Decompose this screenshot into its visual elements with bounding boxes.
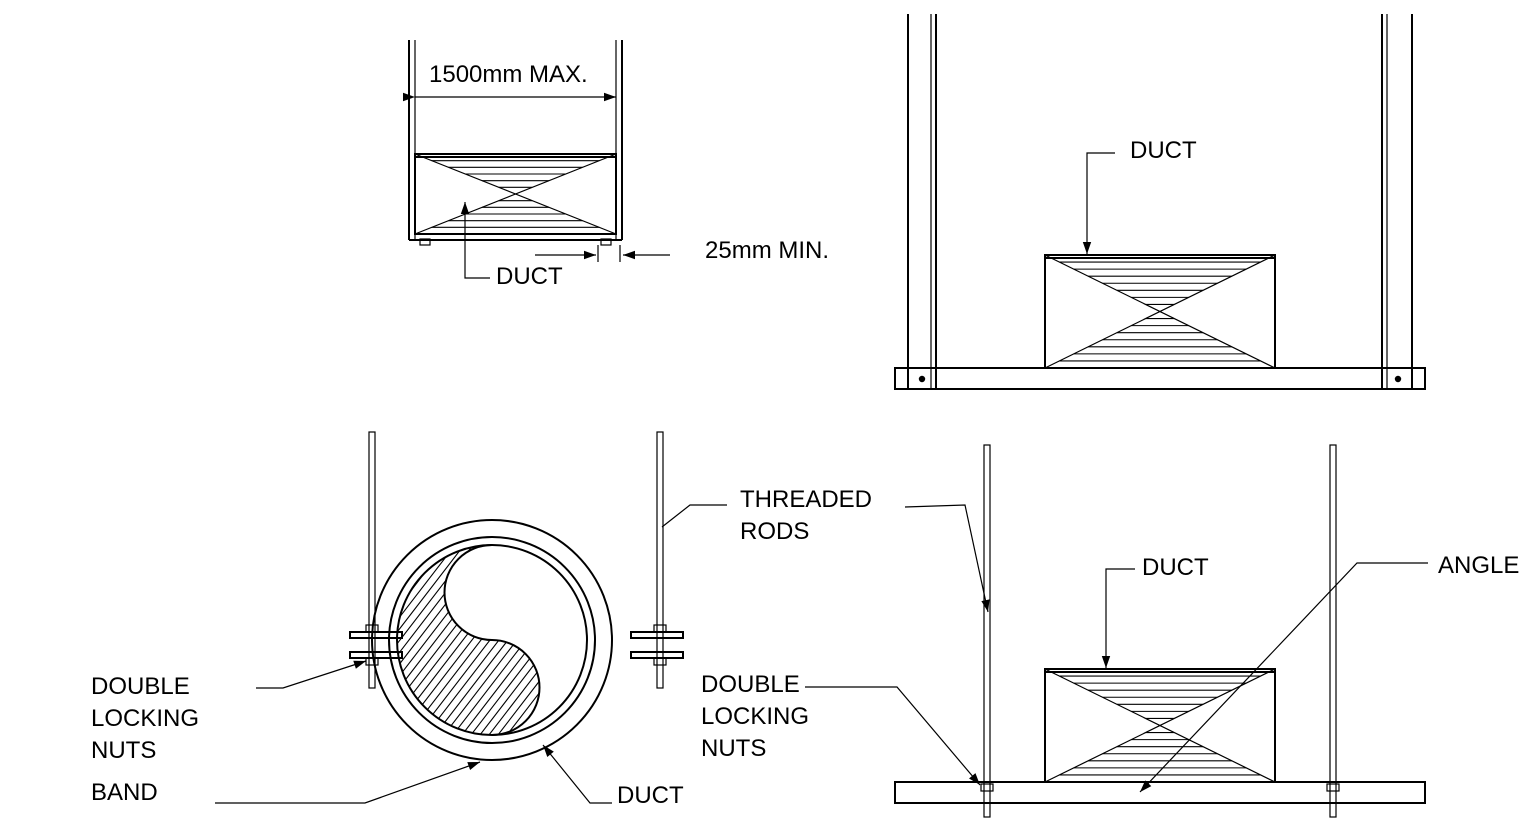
band-label: BAND xyxy=(91,779,158,806)
duct-label: DUCT xyxy=(496,263,563,290)
detail-trapeze-channel: DUCT xyxy=(894,14,1426,390)
round-duct xyxy=(396,544,588,736)
detail-trapeze-small: 1500mm MAX. DUCT 25mm MIN. xyxy=(403,40,829,290)
clearance-dimension: 25mm MIN. xyxy=(705,237,829,264)
detail-angle-support: DUCT ANGLE DOUBLE LOCKING NUTS xyxy=(701,444,1519,818)
duct-label: DUCT xyxy=(1142,554,1209,581)
duct-label: DUCT xyxy=(1130,137,1197,164)
duct-rectangle xyxy=(1044,254,1276,369)
detail-round-duct-band: THREADED RODS DOUBLE LOCKING NUTS BAND D… xyxy=(91,431,879,809)
angle-label: ANGLE xyxy=(1438,552,1519,579)
max-width-dimension: 1500mm MAX. xyxy=(429,61,588,88)
double-locking-nuts-label: DOUBLE LOCKING NUTS xyxy=(91,673,206,764)
threaded-rods-label: THREADED RODS xyxy=(740,486,879,545)
double-locking-nuts-label: DOUBLE LOCKING NUTS xyxy=(701,671,816,762)
duct-label: DUCT xyxy=(617,782,684,809)
band-ring xyxy=(371,519,613,761)
duct-rectangle xyxy=(1044,668,1276,783)
duct-rectangle xyxy=(414,153,617,235)
